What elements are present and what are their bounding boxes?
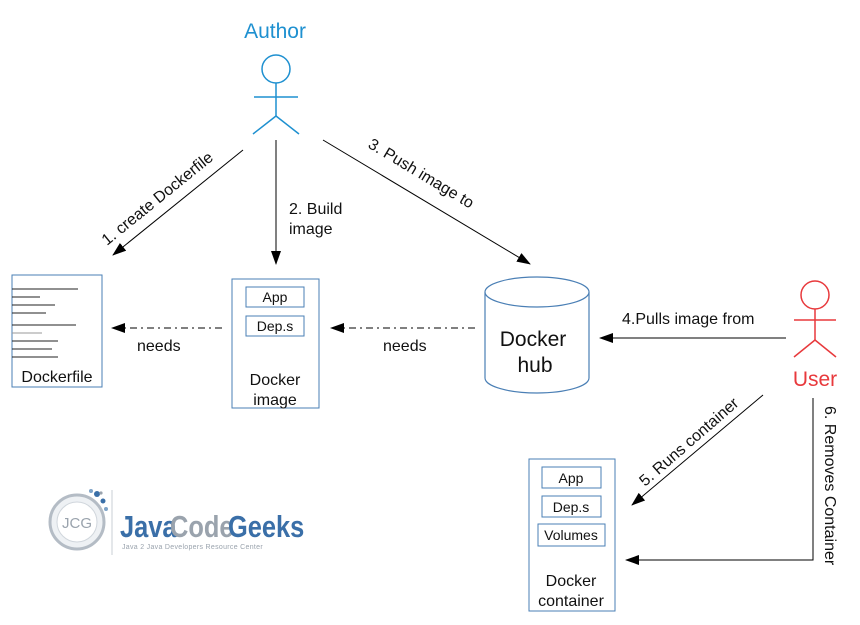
dockerfile-label: Dockerfile bbox=[21, 369, 92, 386]
label-pulls-image: 4.Pulls image from bbox=[622, 311, 755, 328]
arrow-push-image bbox=[322, 139, 531, 265]
docker-hub-line1: Docker bbox=[500, 328, 567, 351]
document-text-lines-icon bbox=[12, 288, 78, 358]
label-create-dockerfile: 1. create Dockerfile bbox=[99, 149, 217, 249]
user-label: User bbox=[793, 368, 837, 391]
label-needs-image: needs bbox=[383, 338, 427, 355]
author-actor: Author bbox=[244, 20, 306, 135]
logo-word-java: Java bbox=[120, 510, 177, 545]
author-label: Author bbox=[244, 20, 306, 43]
user-stick-figure-icon bbox=[793, 280, 837, 358]
label-build-image-line2: image bbox=[289, 221, 333, 238]
image-deps-part bbox=[245, 315, 305, 337]
docker-image-box: App Dep.s Docker image bbox=[231, 278, 320, 409]
arrow-create-dockerfile bbox=[112, 149, 244, 256]
dockerfile-document: Dockerfile bbox=[11, 274, 103, 388]
arrow-removes-container bbox=[625, 398, 814, 565]
logo-word-code: Code bbox=[170, 510, 234, 545]
docker-container-title-line1: Docker bbox=[546, 573, 597, 590]
java-code-geeks-logo: JCG Java Code Geeks Java 2 Java Develope… bbox=[48, 489, 304, 555]
docker-image-title-line1: Docker bbox=[250, 372, 301, 389]
docker-container-title-line2: container bbox=[538, 593, 604, 610]
jcg-badge-icon: JCG bbox=[48, 489, 108, 551]
author-stick-figure-icon bbox=[252, 54, 300, 135]
image-app-label: App bbox=[263, 289, 288, 305]
container-app-label: App bbox=[559, 470, 584, 486]
docker-hub-cylinder: Docker hub bbox=[484, 276, 590, 394]
docker-container-box: App Dep.s Volumes Docker container bbox=[528, 458, 616, 612]
user-actor: User bbox=[793, 280, 837, 391]
container-deps-label: Dep.s bbox=[553, 499, 590, 515]
logo-tagline: Java 2 Java Developers Resource Center bbox=[122, 544, 263, 551]
docker-image-title-line2: image bbox=[253, 392, 297, 409]
arrows bbox=[111, 139, 814, 565]
image-app-part bbox=[245, 286, 305, 308]
jcg-badge-text: JCG bbox=[62, 515, 92, 532]
arrow-runs-container bbox=[631, 394, 764, 506]
label-needs-dockerfile: needs bbox=[137, 338, 181, 355]
label-build-image-line1: 2. Build bbox=[289, 201, 342, 218]
logo-word-geeks: Geeks bbox=[228, 510, 304, 545]
container-deps-part bbox=[541, 495, 602, 518]
label-push-image: 3. Push image to bbox=[365, 136, 477, 212]
container-volumes-part bbox=[537, 523, 606, 547]
container-app-part bbox=[541, 466, 602, 489]
image-deps-label: Dep.s bbox=[257, 318, 294, 334]
container-volumes-label: Volumes bbox=[544, 527, 598, 543]
docker-hub-line2: hub bbox=[517, 354, 552, 377]
label-runs-container: 5. Runs container bbox=[636, 394, 742, 490]
label-removes-container: 6. Removes Container bbox=[821, 406, 838, 566]
